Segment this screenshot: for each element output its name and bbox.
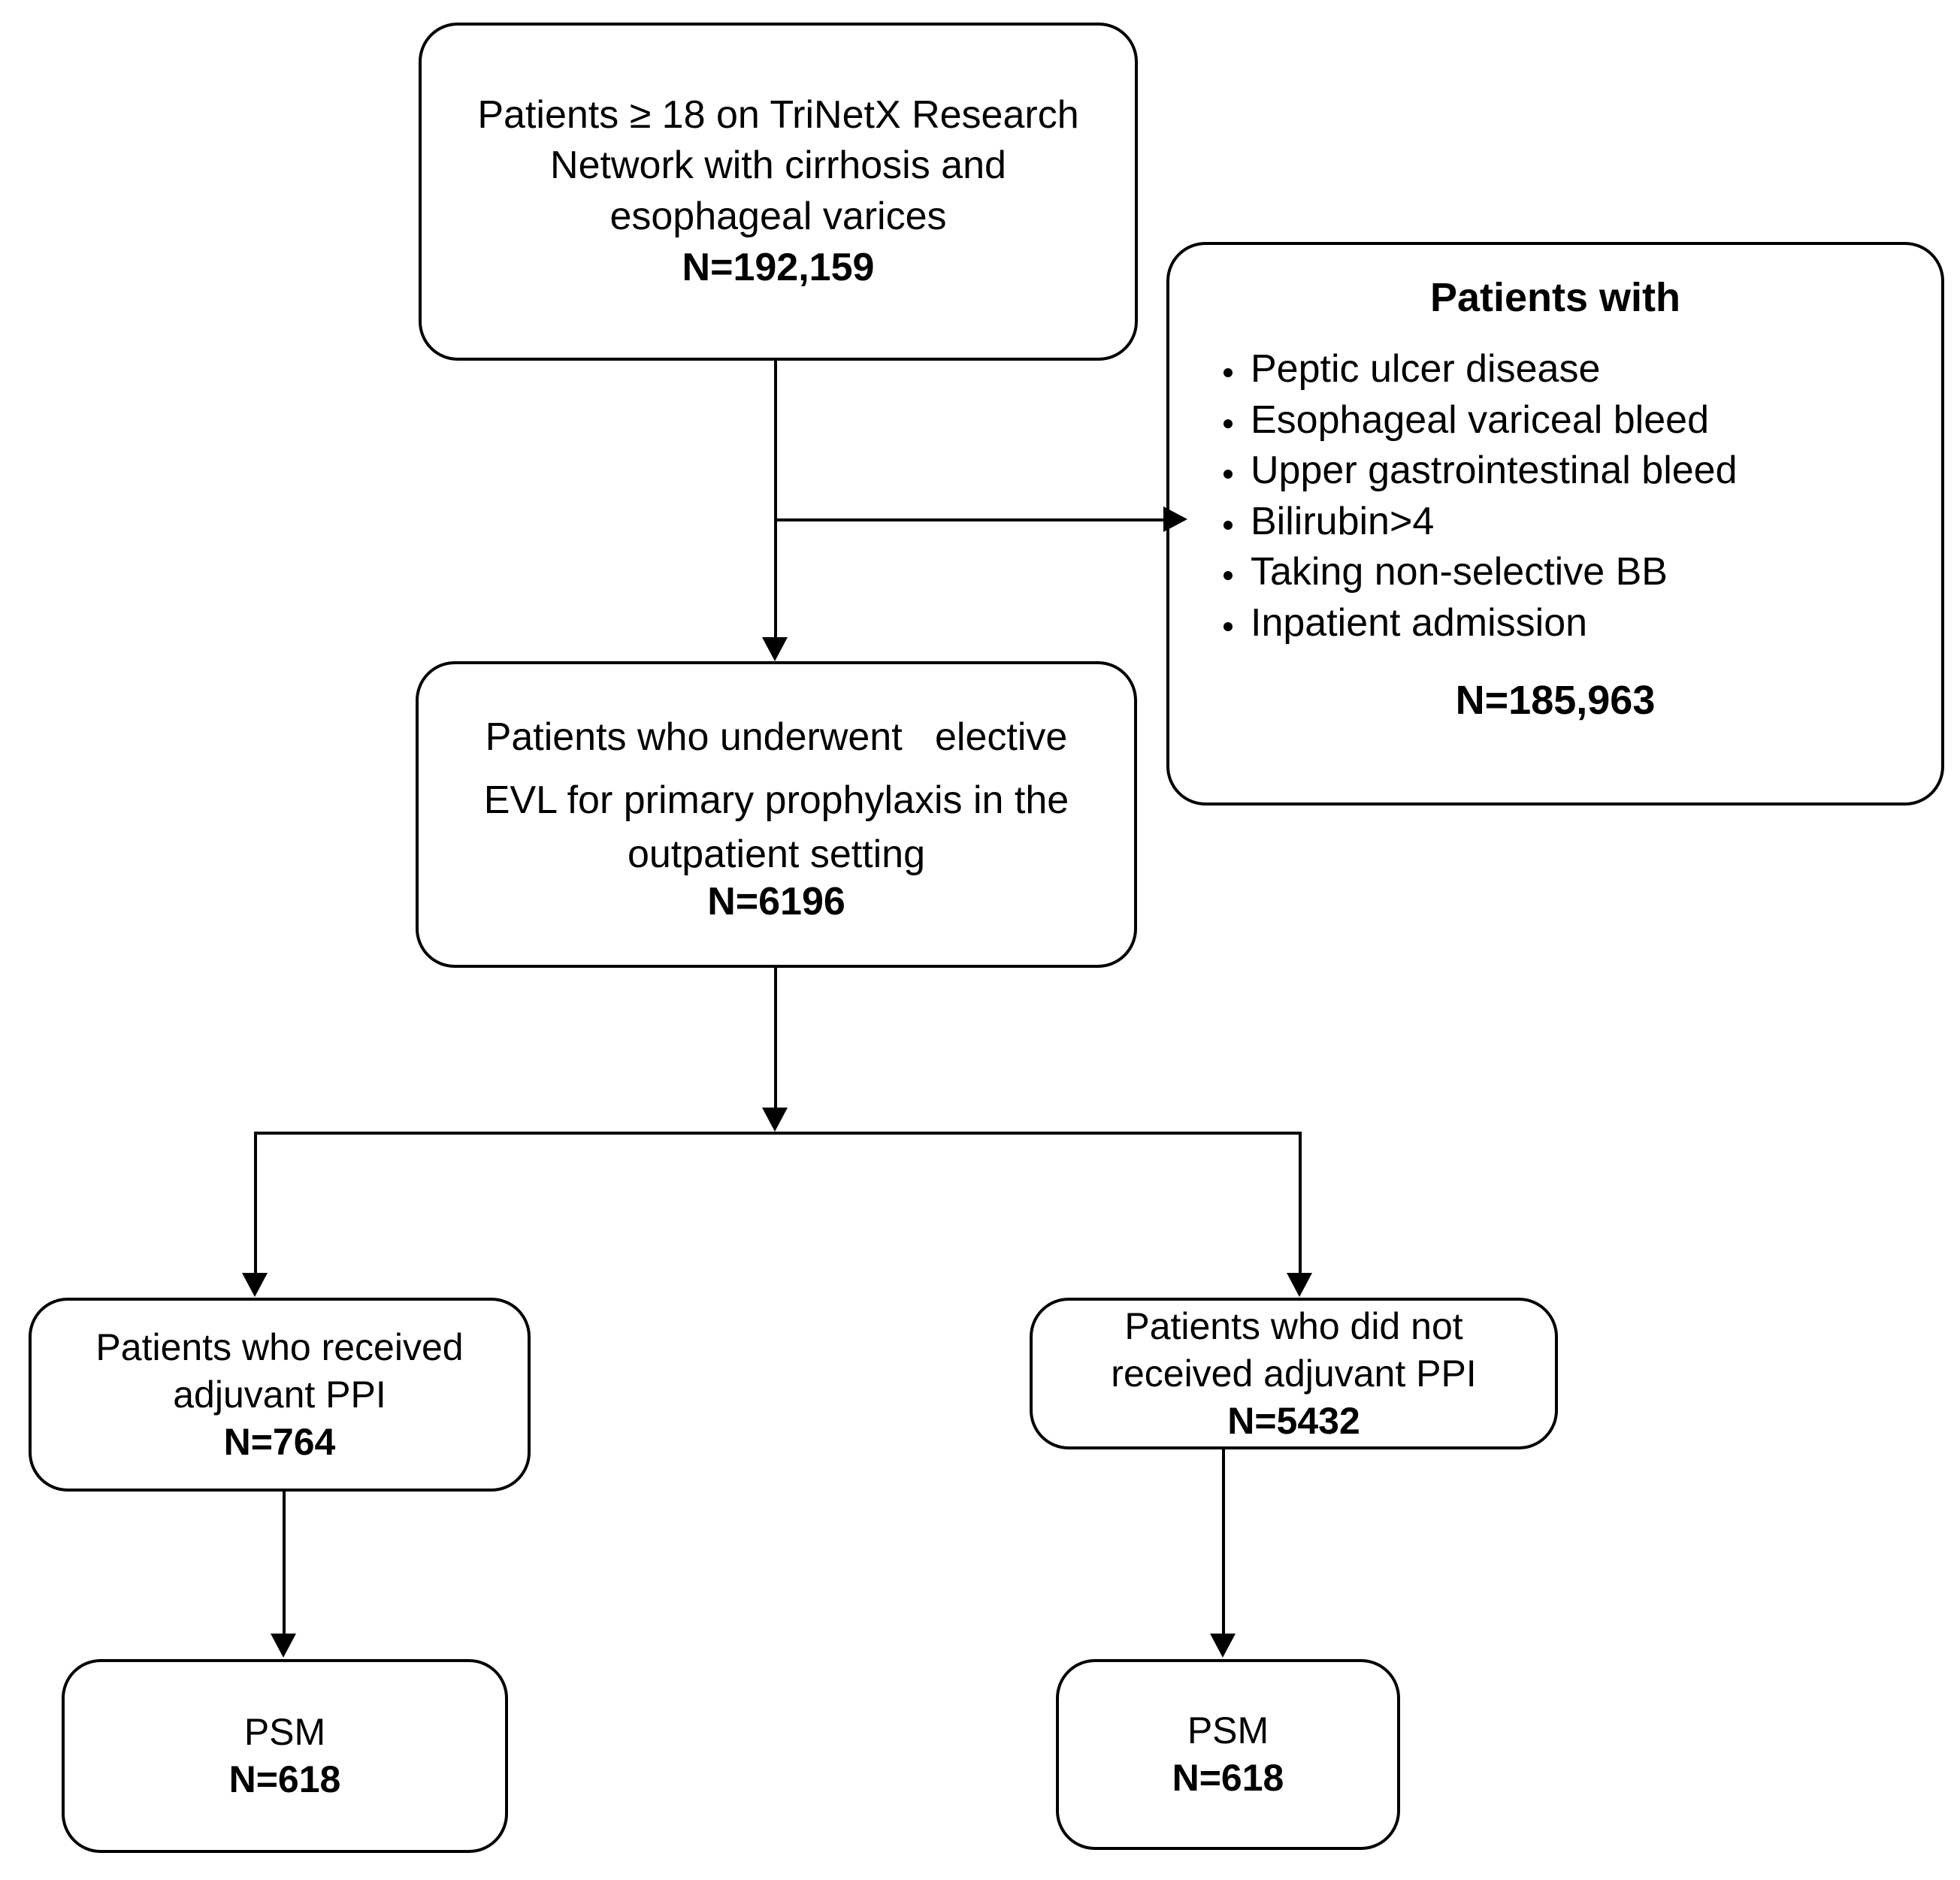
arrow-down-icon [762, 637, 788, 661]
node-noppi-line-2: received adjuvant PPI [1111, 1352, 1477, 1395]
connector-source-to-cohort [774, 361, 777, 642]
node-noppi-count: N=5432 [1227, 1399, 1360, 1442]
node-eligible-cohort: Patients who underwent elective EVL for … [416, 661, 1137, 968]
node-ppi-count: N=764 [223, 1420, 336, 1463]
list-item: Peptic ulcer disease [1223, 344, 1941, 395]
connector-cohort-stem [774, 968, 777, 1109]
node-no-ppi: Patients who did not received adjuvant P… [1030, 1298, 1558, 1449]
exclusion-count: N=185,963 [1455, 677, 1656, 723]
node-psm-right-label: PSM [1187, 1709, 1269, 1752]
node-cohort-line-3: outpatient setting [627, 833, 926, 877]
list-item: Inpatient admission [1223, 598, 1941, 649]
node-psm-left-label: PSM [243, 1711, 326, 1753]
list-item: Esophageal variceal bleed [1223, 395, 1941, 446]
connector-split-bar [254, 1132, 1302, 1135]
arrow-down-icon [1287, 1273, 1312, 1297]
list-item: Taking non-selective BB [1223, 547, 1941, 598]
exclusion-list: Peptic ulcer disease Esophageal variceal… [1169, 344, 1941, 649]
arrow-down-icon [762, 1108, 788, 1132]
node-psm-left-count: N=618 [228, 1758, 341, 1800]
node-cohort-line-2: EVL for primary prophylaxis in the [483, 778, 1069, 823]
node-source-line-1: Patients ≥ 18 on TriNetX Research [477, 92, 1079, 137]
node-psm-left: PSM N=618 [62, 1659, 508, 1853]
node-ppi-line-1: Patients who received [95, 1325, 464, 1368]
node-exclusion-criteria: Patients with Peptic ulcer disease Esoph… [1166, 242, 1944, 805]
node-cohort-text: Patients who underwent elective EVL for … [419, 704, 1134, 925]
connector-ppi-to-psm [283, 1492, 286, 1634]
node-ppi-line-2: adjuvant PPI [173, 1373, 386, 1416]
node-cohort-count: N=6196 [707, 879, 845, 923]
node-source-line-3: esophageal varices [609, 195, 947, 238]
node-cohort-line-1: Patients who underwent elective [485, 715, 1068, 759]
connector-split-to-ppi [254, 1132, 257, 1274]
arrow-right-icon [1163, 506, 1187, 532]
list-item: Upper gastrointestinal bleed [1223, 446, 1941, 497]
connector-split-to-no-ppi [1299, 1132, 1302, 1274]
arrow-down-icon [1210, 1634, 1236, 1658]
arrow-down-icon [271, 1634, 296, 1658]
node-psm-right-count: N=618 [1172, 1757, 1284, 1799]
list-item: Bilirubin>4 [1223, 497, 1941, 548]
node-source-line-2: Network with cirrhosis and [550, 144, 1006, 188]
node-source-text: Patients ≥ 18 on TriNetX Research Networ… [452, 90, 1104, 293]
arrow-down-icon [242, 1273, 268, 1297]
node-psm-right: PSM N=618 [1056, 1659, 1400, 1850]
node-received-ppi: Patients who received adjuvant PPI N=764 [29, 1298, 531, 1492]
exclusion-title: Patients with [1429, 275, 1681, 320]
connector-no-ppi-to-psm [1222, 1449, 1225, 1634]
connector-source-to-exclusion [776, 518, 1168, 521]
node-source-count: N=192,159 [682, 245, 875, 289]
node-noppi-line-1: Patients who did not [1124, 1304, 1463, 1347]
node-source-population: Patients ≥ 18 on TriNetX Research Networ… [419, 23, 1138, 361]
